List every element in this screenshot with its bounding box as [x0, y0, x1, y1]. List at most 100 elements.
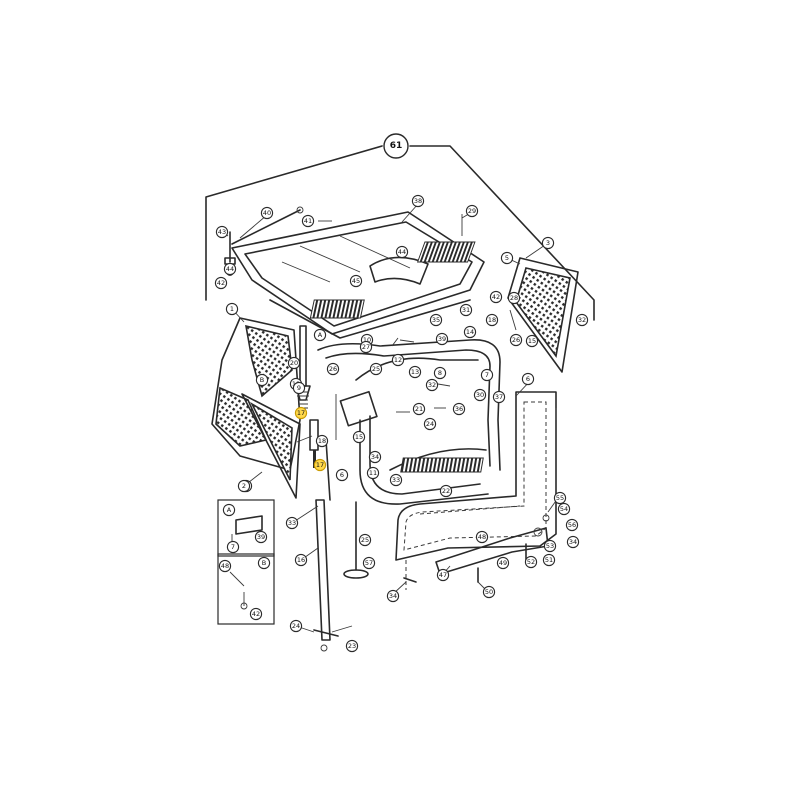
- callout-label: 6: [340, 471, 344, 479]
- callout-5: 5: [500, 251, 514, 265]
- callout-label: 50: [485, 588, 493, 596]
- callout-28: 28: [507, 291, 521, 305]
- callout-17: 17: [294, 406, 308, 420]
- callout-label: 32: [578, 316, 586, 324]
- callout-55: 55: [553, 491, 567, 505]
- callout-18: 18: [315, 434, 329, 448]
- callout-label: 39: [257, 533, 265, 541]
- callout-53: 53: [543, 539, 557, 553]
- callout-circle: [386, 589, 400, 603]
- callout-26: 26: [326, 362, 340, 376]
- callout-label: 34: [569, 538, 577, 546]
- callout-circle: [218, 559, 232, 573]
- callout-label: 16: [297, 556, 305, 564]
- callout-label: B: [260, 376, 264, 384]
- callout-22: 22: [439, 484, 453, 498]
- callout-circle: [425, 378, 439, 392]
- callout-circle: [249, 607, 263, 621]
- callout-label: 41: [304, 217, 312, 225]
- roll-bar: [317, 339, 501, 505]
- callout-a: A: [222, 503, 236, 517]
- callout-label: 22: [442, 487, 450, 495]
- callout-label: 26: [329, 365, 337, 373]
- callout-circle: [358, 533, 372, 547]
- callout-circle: [223, 262, 237, 276]
- callout-34: 34: [566, 535, 580, 549]
- door-frame: [395, 391, 557, 590]
- callout-circle: [285, 516, 299, 530]
- callout-label: 6: [526, 375, 530, 383]
- callout-circle: [301, 214, 315, 228]
- callout-34: 34: [368, 450, 382, 464]
- callout-label: 32: [428, 381, 436, 389]
- callout-26: 26: [509, 333, 523, 347]
- callout-32: 32: [425, 378, 439, 392]
- callout-34: 34: [386, 589, 400, 603]
- callout-circle: [412, 402, 426, 416]
- callout-circle: [368, 450, 382, 464]
- callout-17: 17: [313, 458, 327, 472]
- callout-label: 61: [390, 141, 403, 151]
- callout-11: 11: [366, 466, 380, 480]
- callout-label: 36: [455, 405, 463, 413]
- callout-31: 31: [459, 303, 473, 317]
- callout-circle: [480, 368, 494, 382]
- callout-circle: [473, 388, 487, 402]
- callout-label: 24: [426, 420, 434, 428]
- callout-29: 29: [465, 204, 479, 218]
- callout-label: 33: [392, 476, 400, 484]
- callout-label: 9: [297, 384, 301, 392]
- callout-label: 52: [527, 558, 535, 566]
- callout-15: 15: [352, 430, 366, 444]
- callout-label: 2: [242, 482, 246, 490]
- callout-circle: [345, 639, 359, 653]
- callout-47: 47: [436, 568, 450, 582]
- callout-circle: [524, 555, 538, 569]
- callout-label: 12: [394, 356, 402, 364]
- callout-6: 6: [521, 372, 535, 386]
- fasteners: [335, 309, 557, 440]
- callout-circle: [436, 568, 450, 582]
- callout-label: 29: [468, 207, 476, 215]
- callout-label: 5: [505, 254, 509, 262]
- callout-8: 8: [433, 366, 447, 380]
- callout-label: 13: [411, 368, 419, 376]
- callout-24: 24: [423, 417, 437, 431]
- callout-50: 50: [482, 585, 496, 599]
- callout-48: 48: [475, 530, 489, 544]
- callout-circle: [575, 313, 589, 327]
- callout-label: 17: [316, 461, 324, 469]
- callout-circle: [500, 251, 514, 265]
- callout-35: 35: [429, 313, 443, 327]
- callout-circle: [391, 353, 405, 367]
- callout-label: 14: [466, 328, 474, 336]
- callout-label: 15: [528, 337, 536, 345]
- callout-32: 32: [575, 313, 589, 327]
- callout-label: 1: [230, 305, 234, 313]
- callout-label: 56: [568, 521, 576, 529]
- callout-label: 47: [439, 571, 447, 579]
- callout-label: A: [318, 331, 323, 339]
- callout-circle: [362, 556, 376, 570]
- callout-circle: [408, 365, 422, 379]
- callout-54: 54: [557, 502, 571, 516]
- callout-18: 18: [485, 313, 499, 327]
- callout-7: 7: [480, 368, 494, 382]
- callout-circle: [553, 491, 567, 505]
- callout-9: 9: [292, 381, 306, 395]
- callout-20: 20: [287, 356, 301, 370]
- callout-circle: [459, 303, 473, 317]
- callout-49: 49: [496, 556, 510, 570]
- callout-circle: [489, 290, 503, 304]
- callout-43: 43: [215, 225, 229, 239]
- callout-circle: [525, 334, 539, 348]
- callout-circle: [215, 225, 229, 239]
- callout-circle: [254, 530, 268, 544]
- callout-44: 44: [395, 245, 409, 259]
- callout-circle: [423, 417, 437, 431]
- callout-3: 3: [541, 236, 555, 250]
- callout-circle: [260, 206, 274, 220]
- detail-insets: [217, 499, 275, 625]
- callout-label: 42: [252, 610, 260, 618]
- callout-circle: [359, 340, 373, 354]
